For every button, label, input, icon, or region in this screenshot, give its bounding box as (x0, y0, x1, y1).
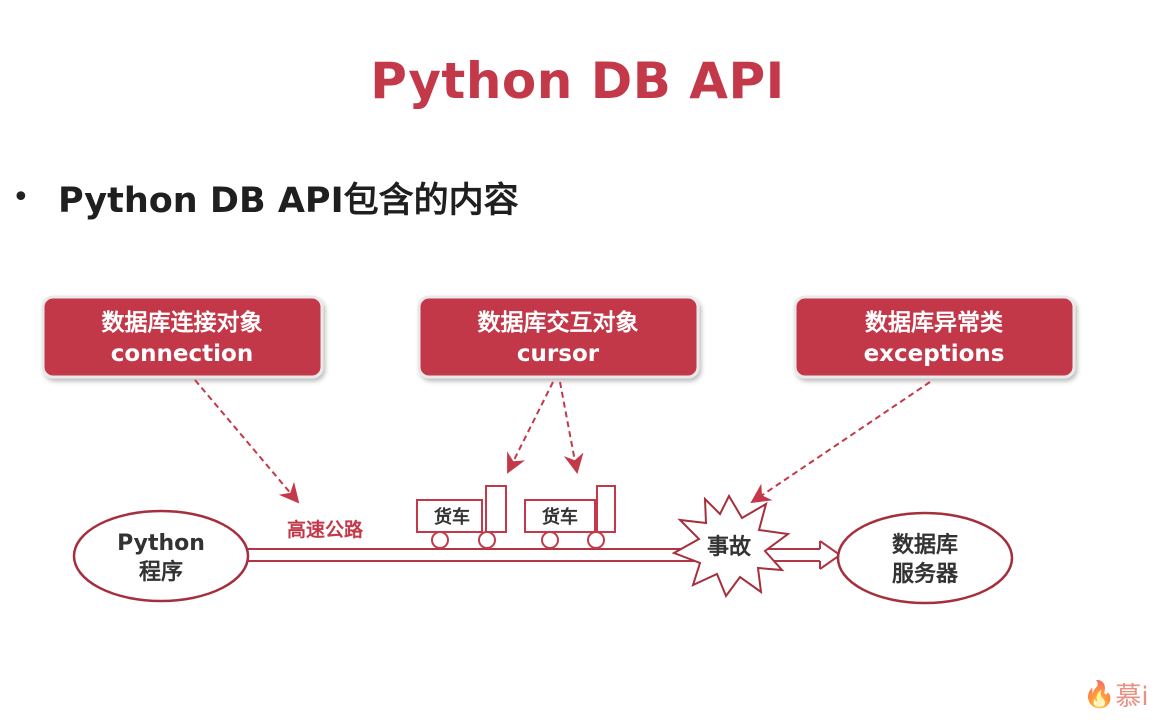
db-node-line2: 服务器 (892, 562, 959, 587)
cursor-box-subtitle: cursor (517, 341, 600, 367)
db-node-line1: 数据库 (892, 532, 958, 558)
bullet-item: • Python DB API包含的内容 (12, 172, 519, 223)
highway-label: 高速公路 (287, 518, 364, 541)
bullet-dot: • (12, 180, 30, 215)
logo-text: 慕i (1115, 682, 1149, 712)
cursor-arrow-left (507, 381, 554, 474)
bullet-text: Python DB API包含的内容 (58, 181, 519, 221)
python-node-line2: 程序 (139, 559, 183, 585)
mooc-logo: 🔥 慕i (1083, 676, 1149, 713)
slide-title: Python DB API (370, 52, 785, 110)
truck-1-label: 货车 (434, 506, 470, 528)
database-server-node: 数据库 服务器 (836, 511, 1014, 605)
exceptions-arrow (750, 381, 931, 504)
truck-1: 货车 (416, 485, 507, 549)
exceptions-box: 数据库异常类 exceptions (793, 295, 1076, 379)
accident-label: 事故 (707, 534, 752, 560)
connection-box-subtitle: connection (111, 341, 253, 367)
python-node-line1: Python (117, 531, 205, 556)
cursor-box: 数据库交互对象 cursor (417, 295, 700, 379)
accident-starburst: 事故 (671, 493, 791, 599)
flame-icon: 🔥 (1083, 679, 1116, 710)
cursor-box-title: 数据库交互对象 (478, 309, 639, 336)
python-program-node: Python 程序 (72, 509, 250, 603)
exceptions-box-subtitle: exceptions (864, 341, 1005, 367)
truck-2-label: 货车 (542, 506, 578, 528)
connection-box-title: 数据库连接对象 (102, 309, 263, 336)
connection-arrow (194, 379, 300, 504)
cursor-arrow-right (559, 381, 584, 474)
exceptions-box-title: 数据库异常类 (865, 310, 1003, 336)
connection-box: 数据库连接对象 connection (41, 295, 324, 379)
truck-2: 货车 (524, 485, 616, 549)
